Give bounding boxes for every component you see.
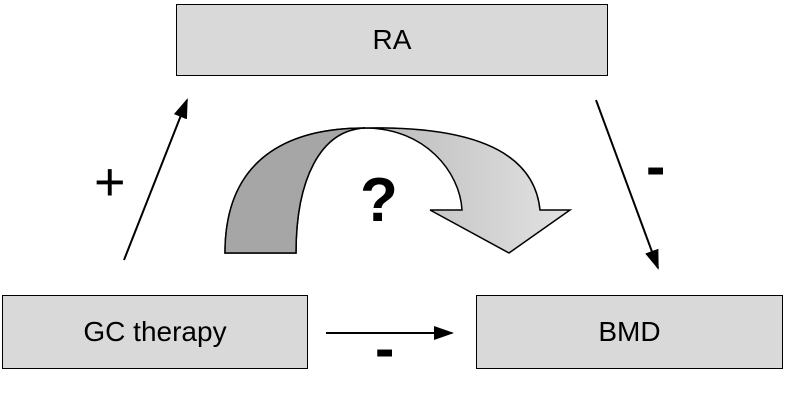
question-mark: ? xyxy=(360,166,398,235)
bmd-label: BMD xyxy=(598,316,661,347)
plus-sign-gc-to-ra: + xyxy=(94,152,126,212)
bmd-box: BMD xyxy=(476,295,783,369)
gc-therapy-label: GC therapy xyxy=(83,316,227,347)
ra-label: RA xyxy=(372,24,412,55)
arrow-gc-to-ra xyxy=(123,98,188,261)
arrow-ra-to-bmd xyxy=(595,99,659,270)
curved-arrow xyxy=(224,127,573,254)
minus-sign-gc-to-bmd: - xyxy=(375,316,395,381)
ra-box: RA xyxy=(176,4,608,76)
minus-sign-ra-to-bmd: - xyxy=(646,134,666,199)
gc-therapy-box: GC therapy xyxy=(2,295,308,369)
